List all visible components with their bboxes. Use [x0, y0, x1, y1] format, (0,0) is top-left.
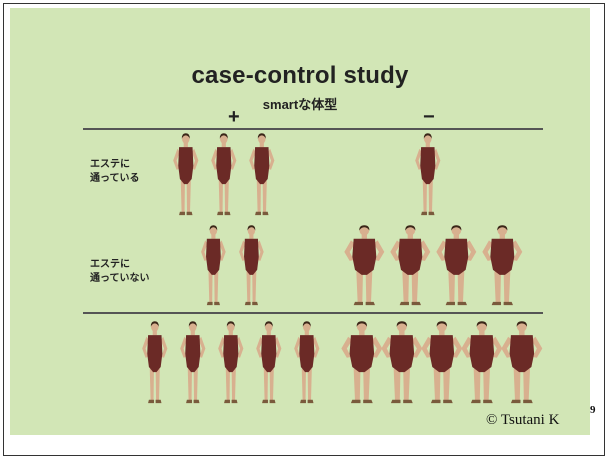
column-header-negative: −	[423, 106, 435, 129]
person-icon	[138, 320, 172, 404]
copyright: © Tsutani K	[486, 412, 559, 429]
person-icon	[197, 224, 230, 306]
row-label-attending-line2: 通っている	[90, 172, 140, 186]
person-icon	[252, 320, 286, 404]
column-header-positive: +	[228, 106, 240, 129]
person-icon	[169, 132, 203, 216]
person-icon	[411, 132, 445, 216]
slide-subtitle: smartな体型	[10, 94, 590, 113]
top-divider	[83, 128, 543, 130]
person-icon	[245, 132, 279, 216]
person-icon	[290, 320, 324, 404]
person-icon	[207, 132, 241, 216]
person-icon	[500, 320, 544, 404]
row-label-not-attending-line2: 通っていない	[90, 272, 150, 286]
row-label-not-attending-line1: エステに	[90, 258, 150, 272]
bottom-divider	[83, 312, 543, 314]
person-icon	[343, 224, 386, 306]
person-icon	[435, 224, 478, 306]
row-label-attending: エステに 通っている	[90, 158, 140, 186]
slide: case-control study smartな体型 + − エステに 通って…	[10, 8, 590, 435]
person-icon	[380, 320, 424, 404]
person-icon	[481, 224, 524, 306]
person-icon	[340, 320, 384, 404]
person-icon	[235, 224, 268, 306]
person-icon	[460, 320, 504, 404]
person-icon	[420, 320, 464, 404]
slide-number: 9	[590, 404, 596, 416]
person-icon	[389, 224, 432, 306]
person-icon	[176, 320, 210, 404]
row-label-attending-line1: エステに	[90, 158, 140, 172]
row-label-not-attending: エステに 通っていない	[90, 258, 150, 286]
slide-title: case-control study	[10, 62, 590, 90]
person-icon	[214, 320, 248, 404]
